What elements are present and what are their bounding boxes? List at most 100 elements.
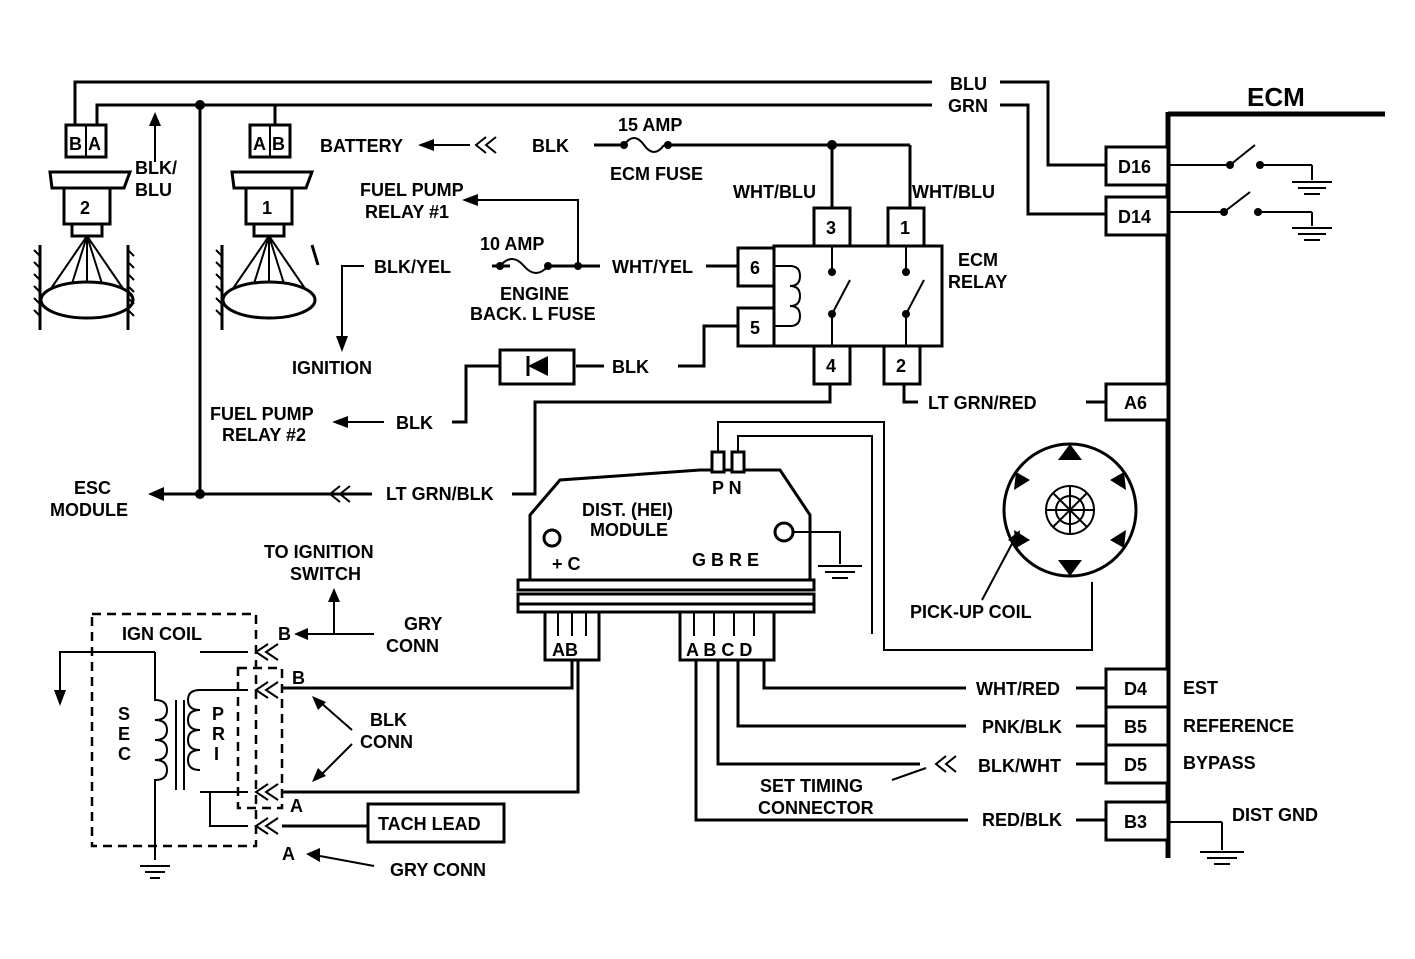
to-ignition-label-1: TO IGNITION bbox=[264, 542, 374, 562]
battery-label: BATTERY bbox=[320, 136, 403, 156]
engine-fuse-line: BLK/YEL 10 AMP ENGINE BACK. L FUSE WHT/Y… bbox=[292, 234, 738, 378]
svg-text:G B R E: G B R E bbox=[692, 550, 759, 570]
hei-to-ecm-wires: WHT/RED PNK/BLK BLK/WHT RED/BLK SET TIMI… bbox=[694, 660, 1106, 830]
ecm-fuse-label: ECM FUSE bbox=[610, 164, 703, 184]
esc-trunk: ESC MODULE LT GRN/BLK bbox=[50, 100, 832, 520]
blk-wht-label: BLK/WHT bbox=[978, 756, 1061, 776]
engine-fuse-label-2: BACK. L FUSE bbox=[470, 304, 596, 324]
esc-label-1: ESC bbox=[74, 478, 111, 498]
injector-1: A B 1 bbox=[215, 123, 320, 330]
svg-text:D14: D14 bbox=[1118, 207, 1151, 227]
fuel-pump-relay-2-circuit: BLK BLK FUEL PUMP RELAY #2 bbox=[210, 324, 738, 445]
fpr2-label-2: RELAY #2 bbox=[222, 425, 306, 445]
ecm-pin-d14: D14 bbox=[1104, 195, 1170, 237]
est-label: EST bbox=[1183, 678, 1218, 698]
dist-module-label-2: MODULE bbox=[590, 520, 668, 540]
grn-label: GRN bbox=[948, 96, 988, 116]
ecm-relay-label-2: RELAY bbox=[948, 272, 1007, 292]
svg-text:D5: D5 bbox=[1124, 755, 1147, 775]
red-blk-label: RED/BLK bbox=[982, 810, 1062, 830]
injector-2: B A 2 bbox=[33, 123, 135, 330]
svg-text:B3: B3 bbox=[1124, 812, 1147, 832]
blk-diode-label: BLK bbox=[612, 357, 649, 377]
engine-fuse-label-1: ENGINE bbox=[500, 284, 569, 304]
battery-feed: BATTERY BLK 15 AMP ECM FUSE WHT/BLU WHT/… bbox=[320, 115, 995, 208]
fuse-15-label: 15 AMP bbox=[618, 115, 682, 135]
svg-text:B: B bbox=[69, 134, 82, 154]
fpr2-label-1: FUEL PUMP bbox=[210, 404, 314, 424]
ign-coil-label: IGN COIL bbox=[122, 624, 202, 644]
reference-label: REFERENCE bbox=[1183, 716, 1294, 736]
wht-blu-right-label: WHT/BLU bbox=[912, 182, 995, 202]
svg-text:1: 1 bbox=[262, 198, 272, 218]
svg-text:BLU: BLU bbox=[135, 180, 172, 200]
bypass-label: BYPASS bbox=[1183, 753, 1256, 773]
fuel-pump-relay-1: FUEL PUMP RELAY #1 bbox=[360, 180, 579, 266]
ecm-relay-label-1: ECM bbox=[958, 250, 998, 270]
coil-ignition-switch: TO IGNITION SWITCH GRY CONN bbox=[264, 542, 442, 656]
blk-conn: BLK CONN bbox=[282, 660, 580, 794]
gry-conn-label-2: CONN bbox=[386, 636, 439, 656]
svg-text:6: 6 bbox=[750, 258, 760, 278]
svg-text:2: 2 bbox=[896, 356, 906, 376]
lt-grn-blk-label: LT GRN/BLK bbox=[386, 484, 494, 504]
esc-label-2: MODULE bbox=[50, 500, 128, 520]
dist-gnd-ground bbox=[1168, 821, 1244, 865]
svg-text:4: 4 bbox=[826, 356, 836, 376]
ecm-pin-a6: A6 bbox=[1104, 382, 1170, 422]
svg-text:D4: D4 bbox=[1124, 679, 1147, 699]
to-ignition-label-2: SWITCH bbox=[290, 564, 361, 584]
ecm-title: ECM bbox=[1247, 82, 1305, 112]
svg-text:3: 3 bbox=[826, 218, 836, 238]
wht-red-label: WHT/RED bbox=[976, 679, 1060, 699]
gry-conn-a-label: GRY CONN bbox=[390, 860, 486, 880]
blu-label: BLU bbox=[950, 74, 987, 94]
ecm-pin-d5: D5 bbox=[1104, 743, 1170, 785]
pickup-label: PICK-UP COIL bbox=[910, 602, 1032, 622]
svg-text:D16: D16 bbox=[1118, 157, 1151, 177]
wht-yel-label: WHT/YEL bbox=[612, 257, 693, 277]
blk-conn-label-2: CONN bbox=[360, 732, 413, 752]
ecm-pin-d16: D16 bbox=[1104, 145, 1170, 187]
ecm-pin-d4: D4 bbox=[1104, 667, 1170, 709]
svg-text:A: A bbox=[253, 134, 266, 154]
svg-text:B: B bbox=[292, 668, 305, 688]
blk-yel-label: BLK/YEL bbox=[374, 257, 451, 277]
svg-text:P N: P N bbox=[712, 478, 742, 498]
blk-fpr2-label: BLK bbox=[396, 413, 433, 433]
svg-text:AB: AB bbox=[552, 640, 578, 660]
svg-text:RELAY #1: RELAY #1 bbox=[365, 202, 449, 222]
svg-text:5: 5 bbox=[750, 318, 760, 338]
svg-text:B: B bbox=[272, 134, 285, 154]
tach-lead: TACH LEAD GRY CONN bbox=[282, 802, 506, 880]
tach-lead-label: TACH LEAD bbox=[378, 814, 481, 834]
svg-text:A: A bbox=[290, 796, 303, 816]
svg-text:+ C: + C bbox=[552, 554, 581, 574]
set-timing-label-1: SET TIMING bbox=[760, 776, 863, 796]
ecm-pin-b5: B5 bbox=[1104, 705, 1170, 747]
hei-module: P N DIST. (HEI) MODULE + C G B R E AB A … bbox=[516, 450, 862, 662]
svg-text:B5: B5 bbox=[1124, 717, 1147, 737]
svg-text:B: B bbox=[278, 624, 291, 644]
ecm-block: ECM bbox=[1165, 82, 1385, 858]
svg-text:A: A bbox=[88, 134, 101, 154]
svg-text:1: 1 bbox=[900, 218, 910, 238]
svg-text:FUEL PUMP: FUEL PUMP bbox=[360, 180, 464, 200]
set-timing-label-2: CONNECTOR bbox=[758, 798, 874, 818]
svg-text:BLK/: BLK/ bbox=[135, 158, 177, 178]
gry-conn-label-1: GRY bbox=[404, 614, 442, 634]
dist-module-label-1: DIST. (HEI) bbox=[582, 500, 673, 520]
svg-text:A B C D: A B C D bbox=[686, 640, 752, 660]
dist-gnd-label: DIST GND bbox=[1232, 805, 1318, 825]
svg-text:2: 2 bbox=[80, 198, 90, 218]
blk-blu-indicator: BLK/ BLU bbox=[135, 112, 177, 200]
pnk-blk-label: PNK/BLK bbox=[982, 717, 1062, 737]
blu-grn-wires: BLU GRN bbox=[73, 74, 1106, 216]
ecm-pin-b3: B3 bbox=[1104, 800, 1170, 842]
wht-blu-left-label: WHT/BLU bbox=[733, 182, 816, 202]
svg-text:A: A bbox=[282, 844, 295, 864]
